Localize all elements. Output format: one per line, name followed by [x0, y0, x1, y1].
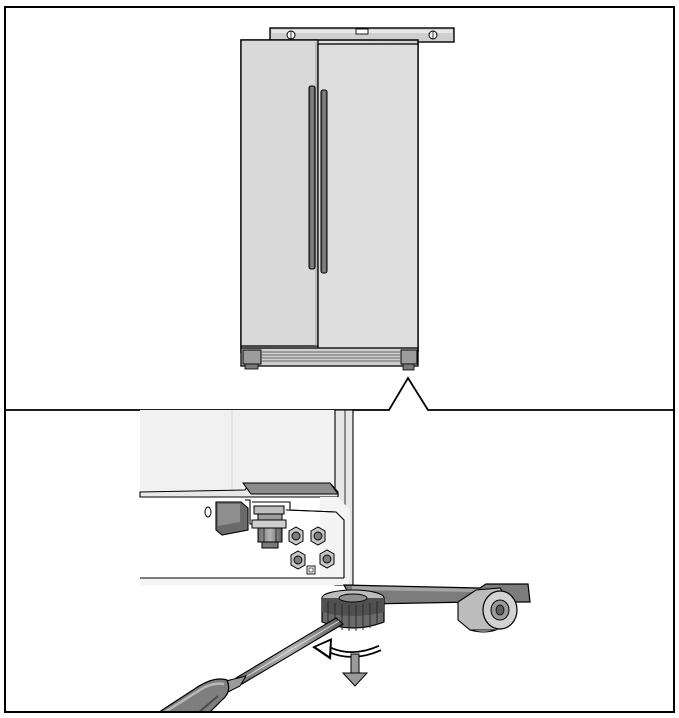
hex-nut-upper-left [288, 526, 304, 546]
freezer-door [240, 39, 319, 347]
freezer-door-handle [308, 85, 316, 270]
spirit-level-icon [269, 27, 455, 43]
fresh-food-door [317, 43, 419, 351]
center-bolt [251, 505, 287, 549]
hex-nut-lower-right [319, 549, 335, 569]
hex-nut-upper-right [310, 526, 326, 546]
leveling-foot-detail-panel [139, 410, 531, 712]
fresh-food-door-handle [320, 89, 328, 274]
refrigerator-overview-panel [240, 27, 455, 371]
down-arrow-icon [341, 653, 369, 687]
refrigerator-base-grille [240, 347, 419, 371]
screwdriver-icon [158, 617, 344, 712]
roller-wheel [457, 587, 518, 633]
cabinet-side-surface [140, 410, 335, 492]
marking-square [306, 565, 316, 575]
hex-nut-lower-left [290, 550, 306, 570]
hinge-bracket [204, 501, 249, 536]
